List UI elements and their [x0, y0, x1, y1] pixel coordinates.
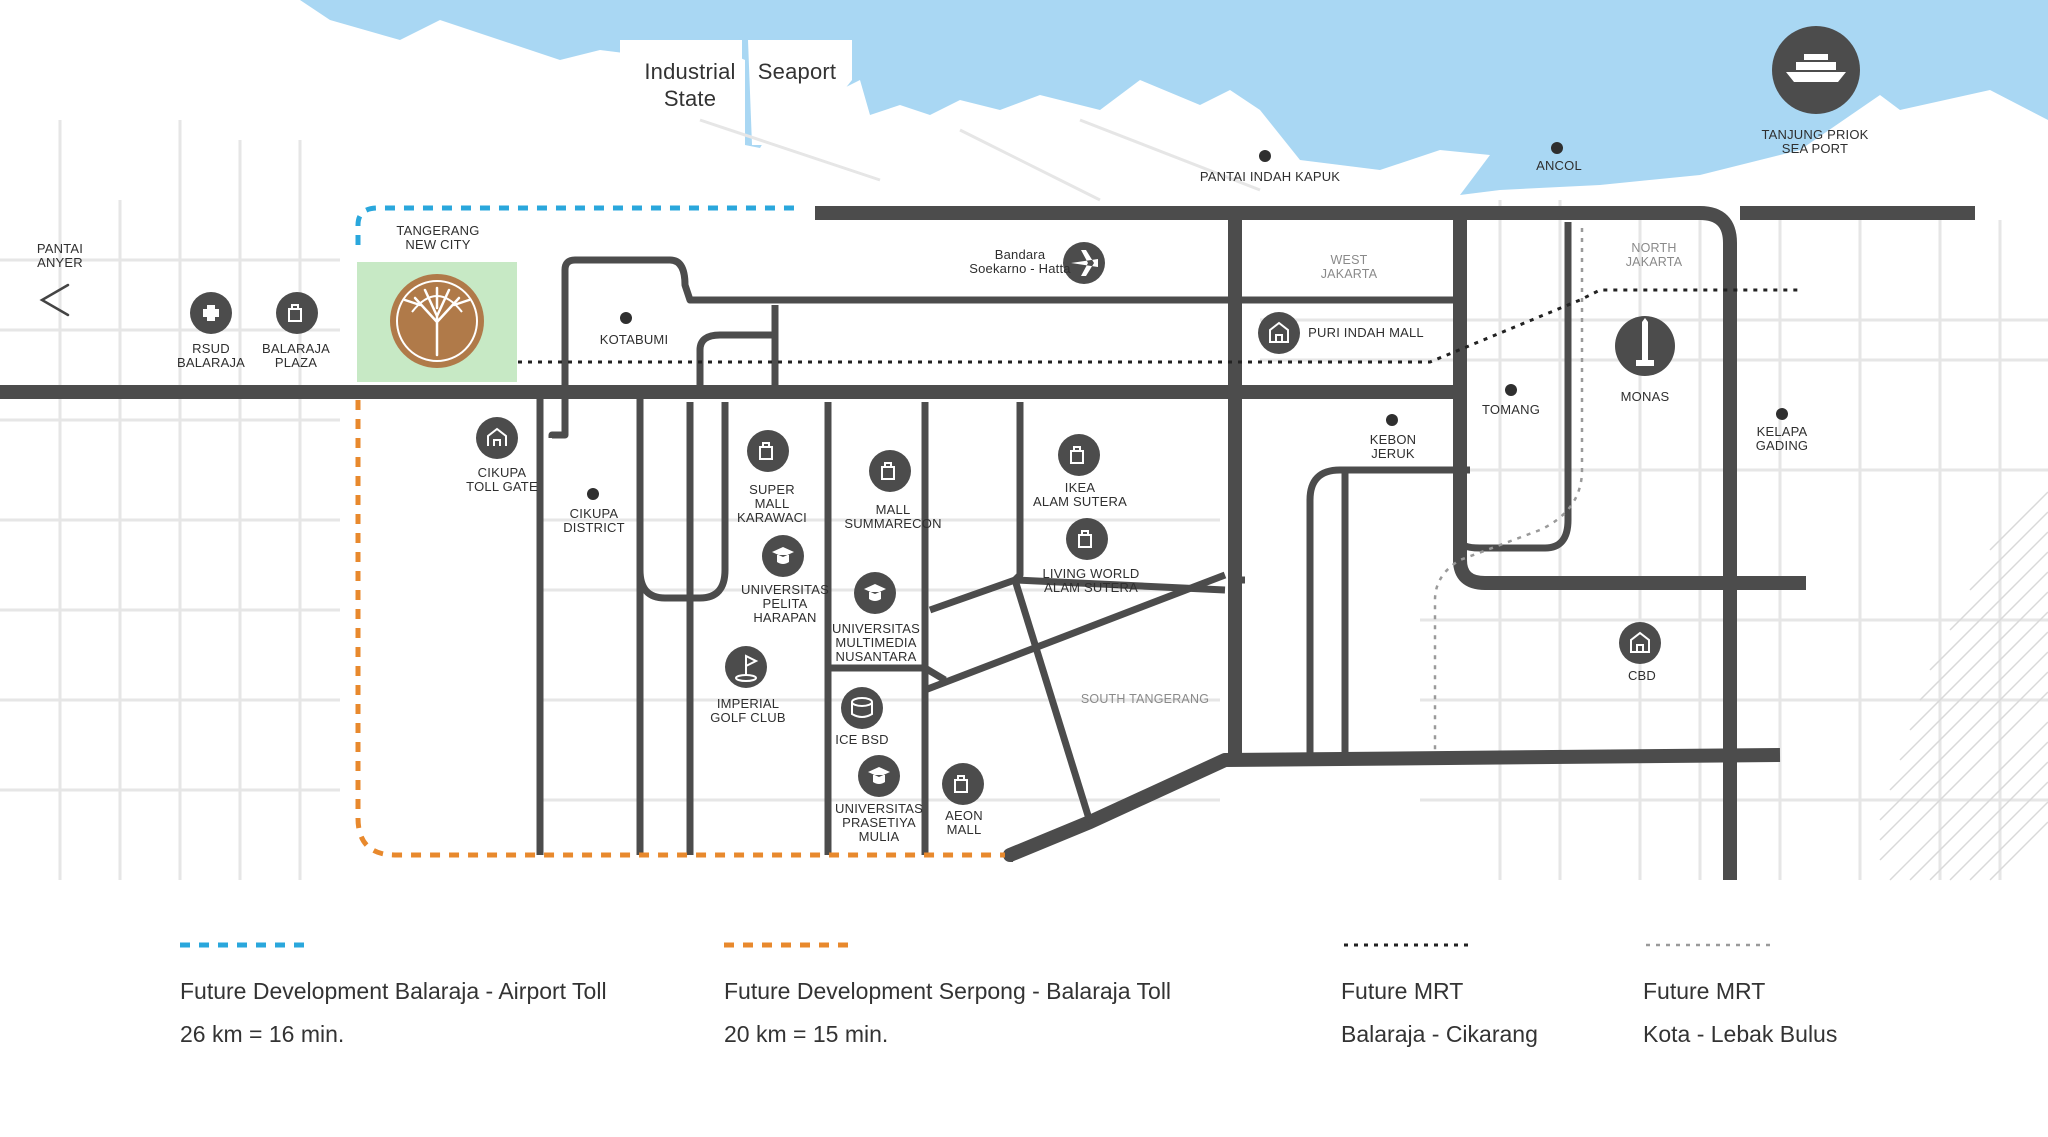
legend-serpong-toll-detail: 20 km = 15 min.: [724, 1021, 889, 1047]
ikea-alam-sutera-label: IKEA ALAM SUTERA: [1033, 480, 1127, 509]
major-roads: [0, 206, 1975, 880]
universitas-pelita-harapan-label: UNIVERSITAS PELITA HARAPAN: [741, 582, 829, 625]
tomang-label: TOMANG: [1481, 402, 1541, 417]
serpong-toll-route: [355, 400, 1005, 858]
legend-mrt-kota: Future MRT Kota - Lebak Bulus: [1643, 940, 1837, 1048]
universitas-multimedia-label: UNIVERSITAS MULTIMEDIA NUSANTARA: [832, 621, 920, 664]
universitas-prasetiya-label: UNIVERSITAS PRASETIYA MULIA: [835, 801, 923, 844]
legend-serpong-toll-title: Future Development Serpong - Balaraja To…: [724, 978, 1172, 1004]
ancol-label: ANCOL: [1536, 158, 1582, 173]
pantai-anyer-label: PANTAI ANYER: [36, 241, 84, 270]
building-icon: [1258, 312, 1300, 354]
west-jakarta-label: WEST JAKARTA: [1320, 253, 1378, 281]
mrt-kota-lebakbulus-route: [1433, 228, 1584, 750]
legend-serpong-toll: Future Development Serpong - Balaraja To…: [724, 940, 1171, 1048]
hatched-area: [1879, 491, 2048, 881]
seaport-pier: [748, 40, 852, 145]
industrial-land: [620, 40, 742, 145]
legend-mrt-balaraja-title: Future MRT: [1341, 978, 1464, 1004]
aeon-mall-label: AEON MALL: [945, 808, 983, 837]
cikupa-toll-gate-label: CIKUPA TOLL GATE: [466, 465, 538, 494]
shopping-bag-icon: [747, 430, 789, 472]
legend-mrt-balaraja-detail: Balaraja - Cikarang: [1341, 1021, 1538, 1047]
ice-bsd-label: ICE BSD: [835, 732, 889, 747]
cikupa-district-label: CIKUPA DISTRICT: [563, 506, 625, 535]
ice-arena-icon: [841, 687, 883, 729]
graduation-cap-icon: [858, 755, 900, 797]
legend-airport-toll-detail: 26 km = 16 min.: [180, 1021, 345, 1047]
imperial-golf-label: IMPERIAL GOLF CLUB: [710, 696, 786, 725]
sea-area: [0, 0, 2048, 195]
chevron-left-icon[interactable]: [39, 283, 70, 317]
mall-summarecon-label: MALL SUMMARECON: [844, 502, 942, 531]
cbd-label: CBD: [1627, 668, 1657, 683]
graduation-cap-icon: [762, 535, 804, 577]
legend-mrt-kota-title: Future MRT: [1643, 978, 1766, 1004]
kelapa-gading-label: KELAPA GADING: [1755, 424, 1809, 453]
location-dots: [587, 142, 1788, 500]
kebon-jeruk-label: KEBON JERUK: [1369, 432, 1417, 461]
puri-indah-mall-label: PURI INDAH MALL: [1308, 325, 1424, 340]
kotabumi-label: KOTABUMI: [599, 332, 669, 347]
monas-label: MONAS: [1620, 389, 1670, 404]
shopping-bag-icon: [942, 763, 984, 805]
legend-airport-toll-title: Future Development Balaraja - Airport To…: [180, 978, 607, 1004]
seaport-label: Seaport: [757, 59, 837, 84]
industrial-state-label: Industrial State: [644, 59, 736, 111]
tangerang-new-city-label: TANGERANG NEW CITY: [396, 223, 480, 252]
living-world-label: LIVING WORLD ALAM SUTERA: [1042, 566, 1140, 595]
icon-glyphs: [203, 54, 1846, 793]
building-icon: [1619, 622, 1661, 664]
tree-logo-icon: [390, 274, 484, 368]
rsud-balaraja-label: RSUD BALARAJA: [176, 341, 246, 370]
legend-mrt-balaraja: Future MRT Balaraja - Cikarang: [1341, 940, 1538, 1048]
balaraja-plaza-label: BALARAJA PLAZA: [261, 341, 331, 370]
toll-gate-icon: [476, 417, 518, 459]
south-tangerang-label: SOUTH TANGERANG: [1080, 692, 1210, 706]
shopping-bag-icon: [276, 292, 318, 334]
mrt-balaraja-cikarang-route: [518, 288, 1800, 364]
shopping-bag-icon: [1058, 434, 1100, 476]
shopping-bag-icon: [1066, 518, 1108, 560]
pantai-indah-kapuk-label: PANTAI INDAH KAPUK: [1199, 169, 1341, 184]
bandara-label: Bandara Soekarno - Hatta: [969, 247, 1071, 276]
north-jakarta-label: NORTH JAKARTA: [1625, 241, 1683, 269]
tanjung-priok-label: TANJUNG PRIOK SEA PORT: [1761, 127, 1869, 156]
airport-toll-route: [355, 205, 800, 245]
secondary-roads: [536, 222, 1572, 855]
graduation-cap-icon: [854, 572, 896, 614]
legend-mrt-kota-detail: Kota - Lebak Bulus: [1643, 1021, 1838, 1047]
shopping-bag-icon: [869, 450, 911, 492]
legend-airport-toll: Future Development Balaraja - Airport To…: [180, 940, 607, 1048]
super-mall-karawaci-label: SUPER MALL KARAWACI: [737, 482, 807, 525]
